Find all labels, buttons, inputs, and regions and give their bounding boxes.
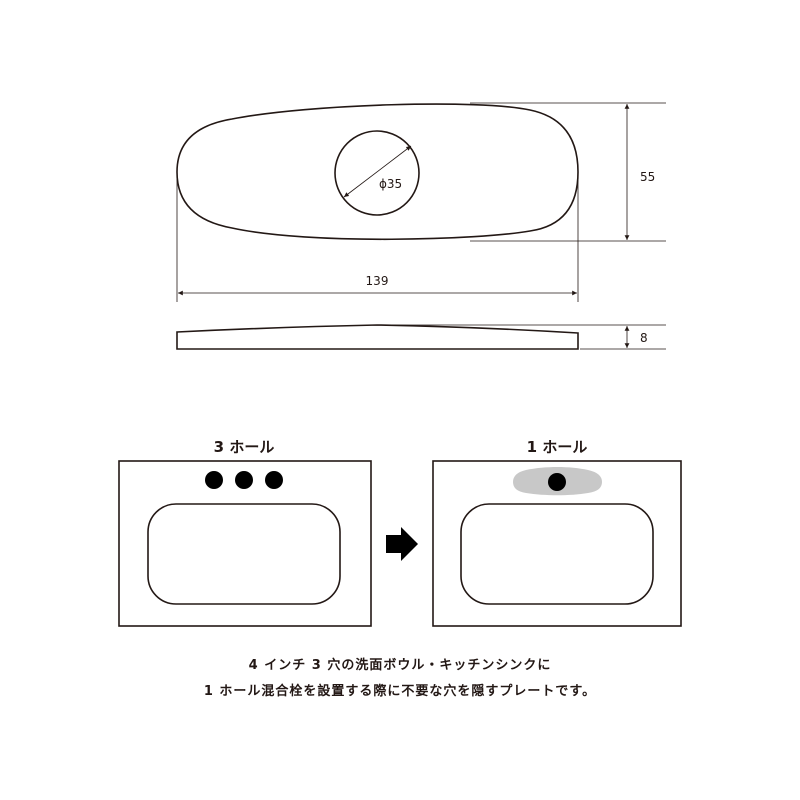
thickness-label: 8: [640, 331, 648, 345]
height-label: 55: [640, 170, 655, 184]
faucet-hole-1: [205, 471, 223, 489]
arrow-right-icon: [386, 527, 418, 561]
single-faucet-hole: [548, 473, 566, 491]
one-hole-label: 1 ホール: [527, 438, 588, 456]
caption-line-1: 4 インチ 3 穴の洗面ボウル・キッチンシンクに: [248, 658, 552, 673]
three-hole-sink-bowl: [147, 503, 341, 605]
plate-side-view: [176, 324, 579, 350]
faucet-hole-2: [235, 471, 253, 489]
hole-diameter-label: ϕ35: [379, 177, 402, 191]
three-hole-label: 3 ホール: [214, 438, 275, 456]
caption-line-2: 1 ホール混合栓を設置する際に不要な穴を隠すプレートです。: [203, 684, 597, 699]
faucet-hole-3: [265, 471, 283, 489]
one-hole-sink-bowl: [460, 503, 654, 605]
hole-diameter-line: [343, 145, 412, 198]
width-label: 139: [366, 274, 389, 288]
center-hole: [334, 130, 420, 216]
